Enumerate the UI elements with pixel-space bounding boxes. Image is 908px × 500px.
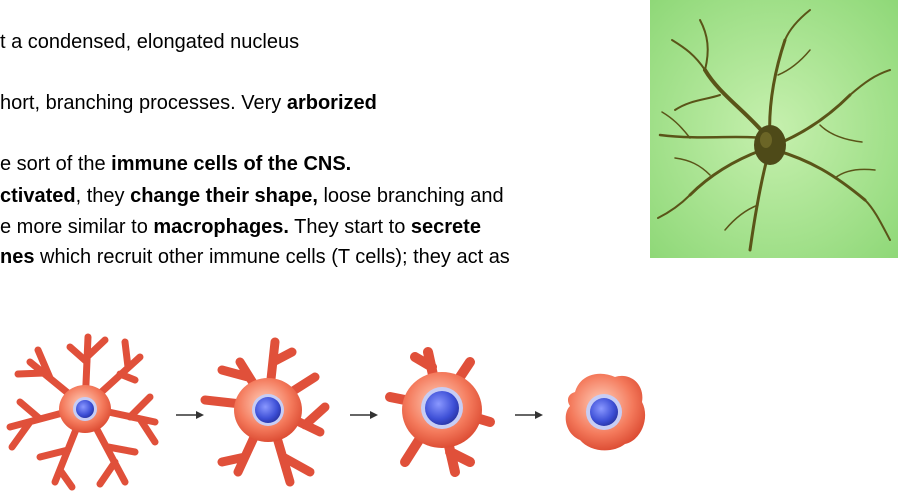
line-4-seg-3: change their shape,	[130, 185, 318, 207]
cell-1-nucleus	[76, 400, 94, 418]
line-5-seg-2: macrophages.	[153, 216, 289, 238]
cell-3-nucleus	[425, 391, 459, 425]
line-5-seg-1: e more similar to	[0, 216, 154, 238]
line-2-seg-1: hort, branching processes. Very	[0, 92, 287, 114]
line-3-seg-1: e sort of the	[0, 153, 112, 175]
arrow-2	[350, 411, 378, 419]
text-line-4: ctivated, they change their shape, loose…	[0, 184, 504, 208]
line-1-seg-1: t a condensed, elongated nucleus	[0, 31, 300, 53]
photo-nucleus	[760, 132, 772, 148]
text-line-5: e more similar to macrophages. They star…	[0, 215, 481, 239]
microglia-activation-diagram	[0, 322, 660, 495]
line-4-seg-2: , they	[75, 185, 131, 207]
activation-svg	[6, 333, 646, 491]
text-line-2: hort, branching processes. Very arborize…	[0, 91, 377, 115]
arrow-1	[176, 411, 204, 419]
line-2-seg-2: arborized	[286, 92, 377, 114]
text-line-3: e sort of the immune cells of the CNS.	[0, 152, 351, 176]
line-4-seg-1: ctivated	[0, 185, 76, 207]
cell-2-nucleus	[255, 397, 281, 423]
line-6-seg-1: nes	[0, 246, 35, 268]
line-3-seg-2: immune cells of the CNS.	[111, 153, 352, 175]
line-6-seg-2: which recruit other immune cells (T cell…	[34, 246, 510, 268]
arrow-3	[515, 411, 543, 419]
line-5-seg-4: secrete	[410, 216, 481, 238]
line-5-seg-3: They start to	[288, 216, 411, 238]
line-4-seg-4: loose branching and	[317, 185, 504, 207]
text-line-1: t a condensed, elongated nucleus	[0, 30, 299, 54]
cell-stage-ramified	[6, 333, 159, 491]
microglia-photo	[650, 0, 898, 258]
text-line-6: nes which recruit other immune cells (T …	[0, 245, 510, 269]
microglia-photo-svg	[650, 0, 898, 258]
cell-4-nucleus	[590, 398, 618, 426]
